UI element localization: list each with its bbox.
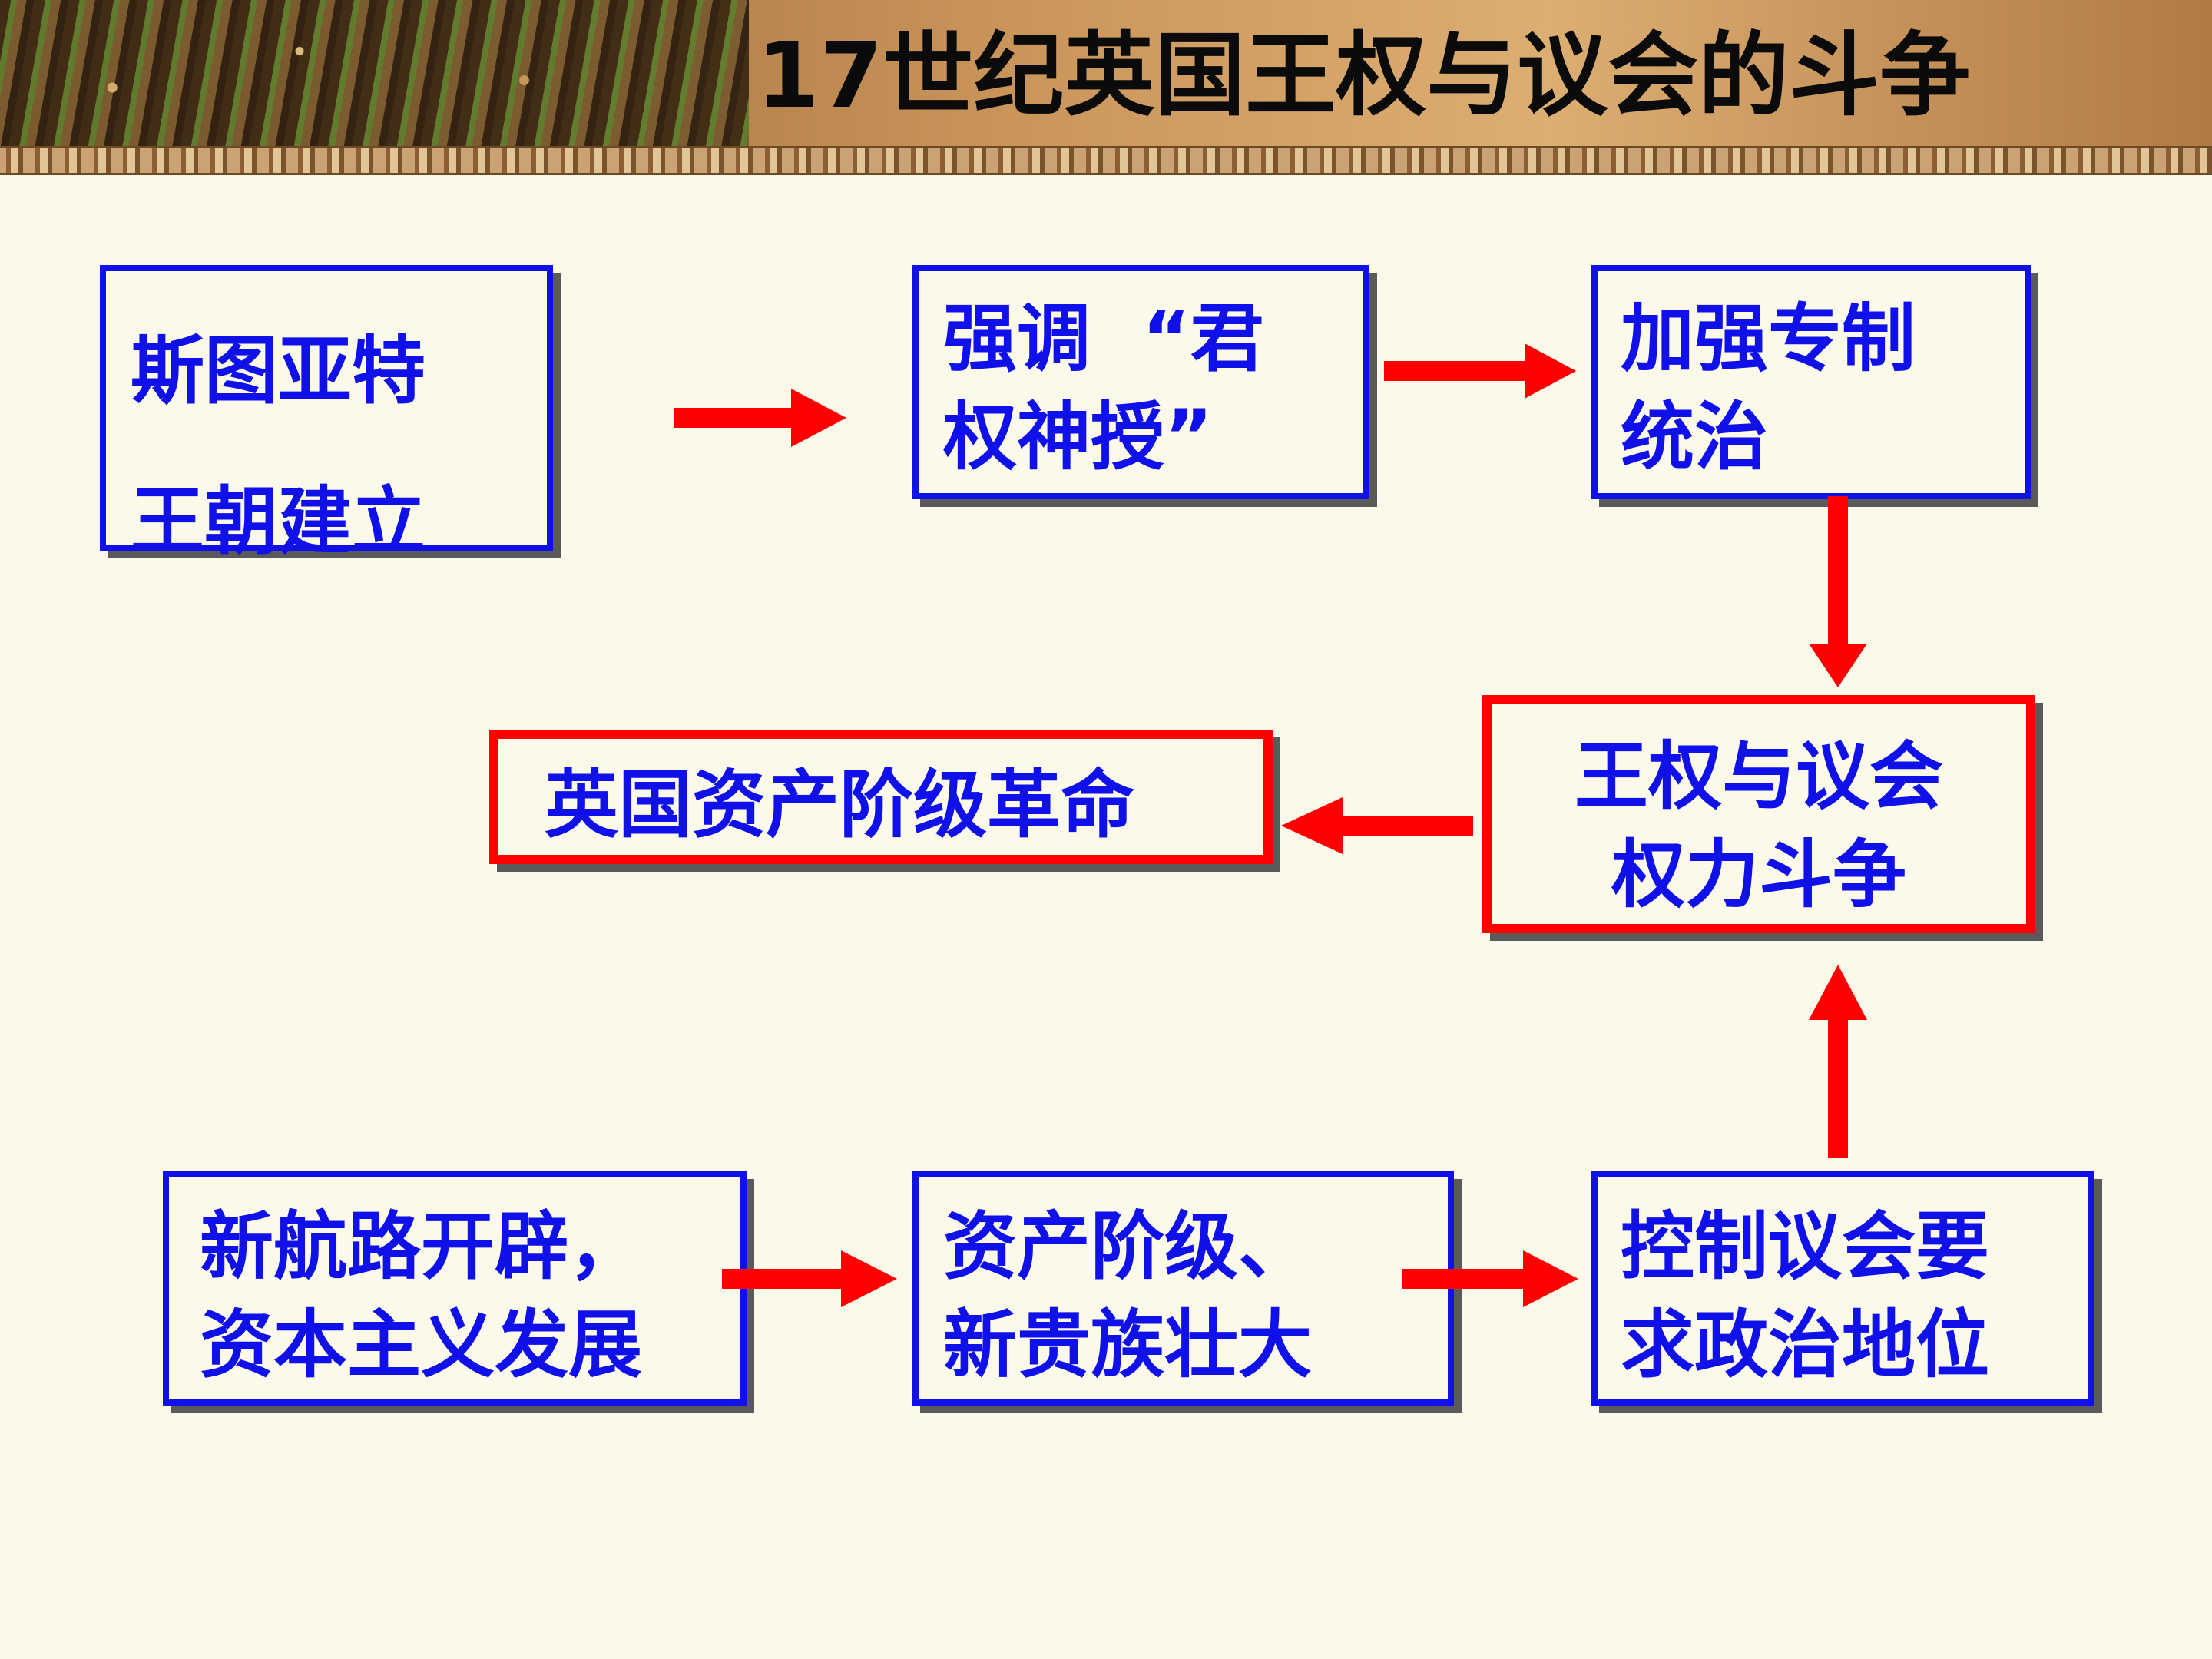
arrow-left-1 [1281, 797, 1473, 854]
node-stuart-line-2: 王朝建立 [131, 478, 426, 565]
arrow-right-3 [722, 1250, 897, 1307]
node-stuart: 斯图亚特 王朝建立 [100, 265, 553, 565]
node-power-struggle-line-2: 权力斗争 [1611, 832, 1906, 918]
arrow-down-1 [1809, 496, 1867, 687]
node-revolution: 英国资产阶级革命 [489, 730, 1273, 864]
node-stuart-line-1: 斯图亚特 [131, 328, 426, 414]
page-title: 17世纪英国王权与议会的斗争 [757, 22, 1971, 128]
node-bourgeoisie: 资产阶级、 新贵族壮大 [912, 1171, 1454, 1406]
node-control-parliament-line-1: 控制议会要 [1621, 1204, 1989, 1290]
node-new-routes-line-2: 资本主义发展 [200, 1302, 642, 1388]
node-power-struggle: 王权与议会 权力斗争 [1482, 695, 2035, 933]
arrow-right-2 [1384, 343, 1576, 399]
node-divine-right-line-2: 权神授” [943, 394, 1214, 480]
node-autocracy: 加强专制 统治 [1591, 265, 2031, 499]
header-banner: 17世纪英国王权与议会的斗争 [0, 0, 2212, 146]
node-control-parliament: 控制议会要 求政治地位 [1591, 1171, 2094, 1406]
decorative-border [0, 146, 2212, 175]
node-new-routes: 新航路开辟， 资本主义发展 [163, 1171, 747, 1406]
node-autocracy-line-2: 统治 [1621, 394, 1768, 480]
parliament-photo [0, 0, 749, 146]
node-divine-right: 强调 “君 权神授” [912, 265, 1369, 499]
node-new-routes-line-1: 新航路开辟， [200, 1204, 642, 1290]
node-revolution-line-1: 英国资产阶级革命 [545, 762, 1134, 848]
node-bourgeoisie-line-1: 资产阶级、 [943, 1204, 1312, 1290]
arrow-right-4 [1402, 1250, 1578, 1307]
node-autocracy-line-1: 加强专制 [1621, 296, 1916, 382]
node-control-parliament-line-2: 求政治地位 [1621, 1302, 1989, 1388]
arrow-right-1 [674, 389, 846, 447]
node-divine-right-line-1: 强调 “君 [943, 296, 1264, 382]
node-power-struggle-line-1: 王权与议会 [1575, 733, 1943, 820]
arrow-up-1 [1809, 965, 1867, 1158]
node-bourgeoisie-line-2: 新贵族壮大 [943, 1302, 1312, 1388]
